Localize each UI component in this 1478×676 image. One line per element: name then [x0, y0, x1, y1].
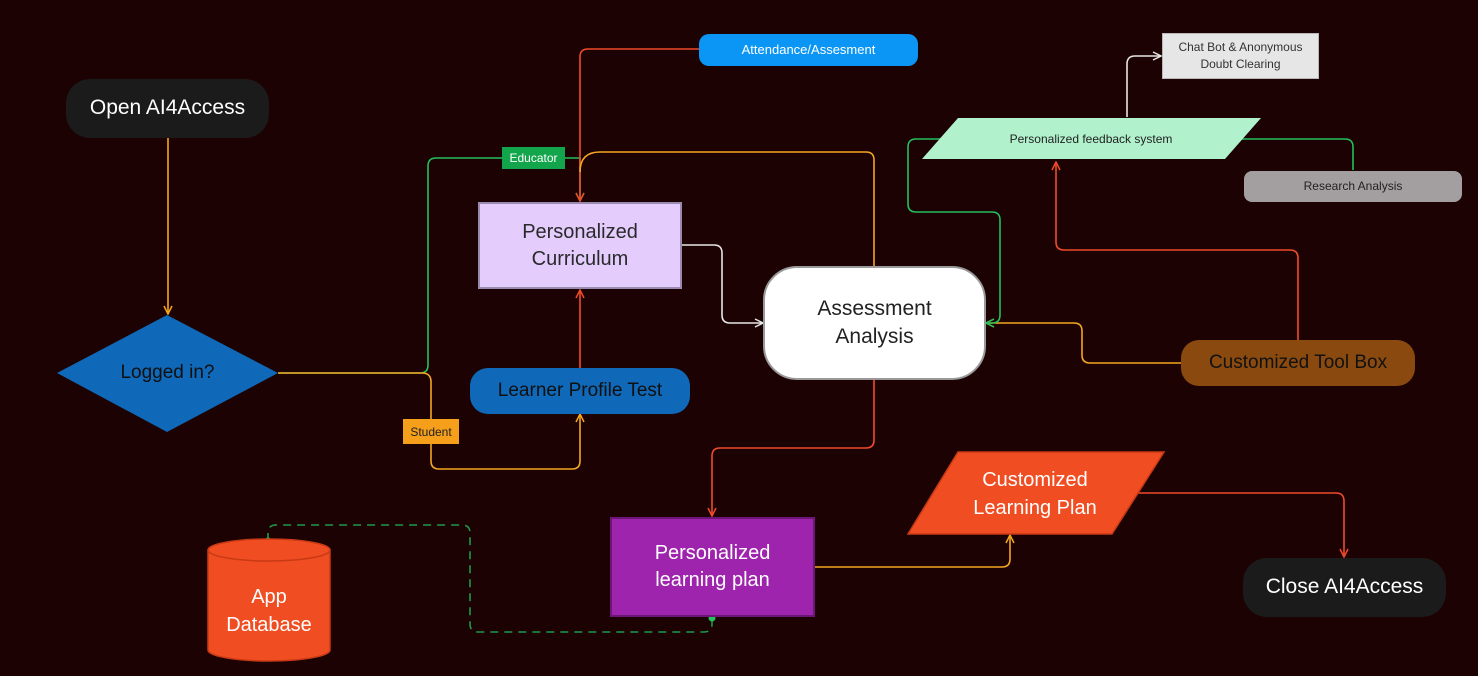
feedback-parallelogram [922, 118, 1261, 159]
customized-tool-box-label: Customized Tool Box [1208, 352, 1388, 374]
edge-plan-to-custom-plan [815, 535, 1010, 568]
assessment-analysis-label: Assessment Analysis [817, 296, 932, 348]
close-ai4access-label: Close AI4Access [1265, 575, 1424, 599]
database-cylinder [207, 538, 331, 662]
student-tag: Student [403, 419, 459, 444]
edge-curriculum-to-assessment [682, 244, 763, 323]
custom-plan-parallelogram [906, 451, 1166, 535]
decision-diamond [57, 315, 278, 432]
edge-toolbox-to-assessment [986, 323, 1181, 364]
edge-assessment-to-plan [712, 380, 875, 516]
chatbot-node: Chat Bot & Anonymous Doubt Clearing [1162, 33, 1319, 79]
attendance-assessment-node: Attendance/Assesment [699, 34, 918, 66]
educator-tag: Educator [502, 147, 565, 169]
edge-login-to-student [278, 372, 580, 470]
learner-profile-test-node: Learner Profile Test [470, 368, 690, 414]
edge-research-to-feedback [1225, 139, 1354, 170]
app-database-label: App Database [226, 586, 312, 636]
student-label: Student [410, 424, 452, 439]
edge-feedback-to-chatbot [1126, 56, 1161, 117]
personalized-learning-plan-label: Personalized learning plan [654, 542, 771, 591]
edge-custom-plan-to-close [1138, 492, 1344, 557]
research-analysis-node: Research Analysis [1244, 171, 1462, 202]
educator-label: Educator [509, 151, 558, 165]
open-ai4access-node: Open AI4Access [66, 79, 269, 138]
edge-curriculum-loop-assessment [579, 151, 875, 266]
personalized-curriculum-label: Personalized Curriculum [522, 220, 638, 270]
edge-database-to-plan [267, 524, 713, 633]
personalized-curriculum-node: Personalized Curriculum [478, 202, 682, 289]
attendance-assessment-label: Attendance/Assesment [741, 42, 876, 58]
research-analysis-label: Research Analysis [1303, 179, 1403, 194]
assessment-analysis-node: Assessment Analysis [763, 266, 986, 380]
edge-feedback-loop-assessment [907, 138, 1001, 323]
edge-attendance-to-curriculum [580, 48, 699, 201]
open-ai4access-label: Open AI4Access [89, 96, 246, 120]
learner-profile-test-label: Learner Profile Test [497, 380, 663, 402]
chatbot-label: Chat Bot & Anonymous Doubt Clearing [1178, 40, 1303, 71]
edge-toolbox-to-feedback [1056, 162, 1299, 340]
customized-learning-plan-label: Customized Learning Plan [973, 469, 1097, 519]
close-ai4access-node: Close AI4Access [1243, 558, 1446, 617]
feedback-system-label: Personalized feedback system [1009, 131, 1173, 146]
logged-in-label: Logged in? [120, 361, 215, 383]
personalized-learning-plan-node: Personalized learning plan [610, 517, 815, 617]
customized-tool-box-node: Customized Tool Box [1181, 340, 1415, 386]
